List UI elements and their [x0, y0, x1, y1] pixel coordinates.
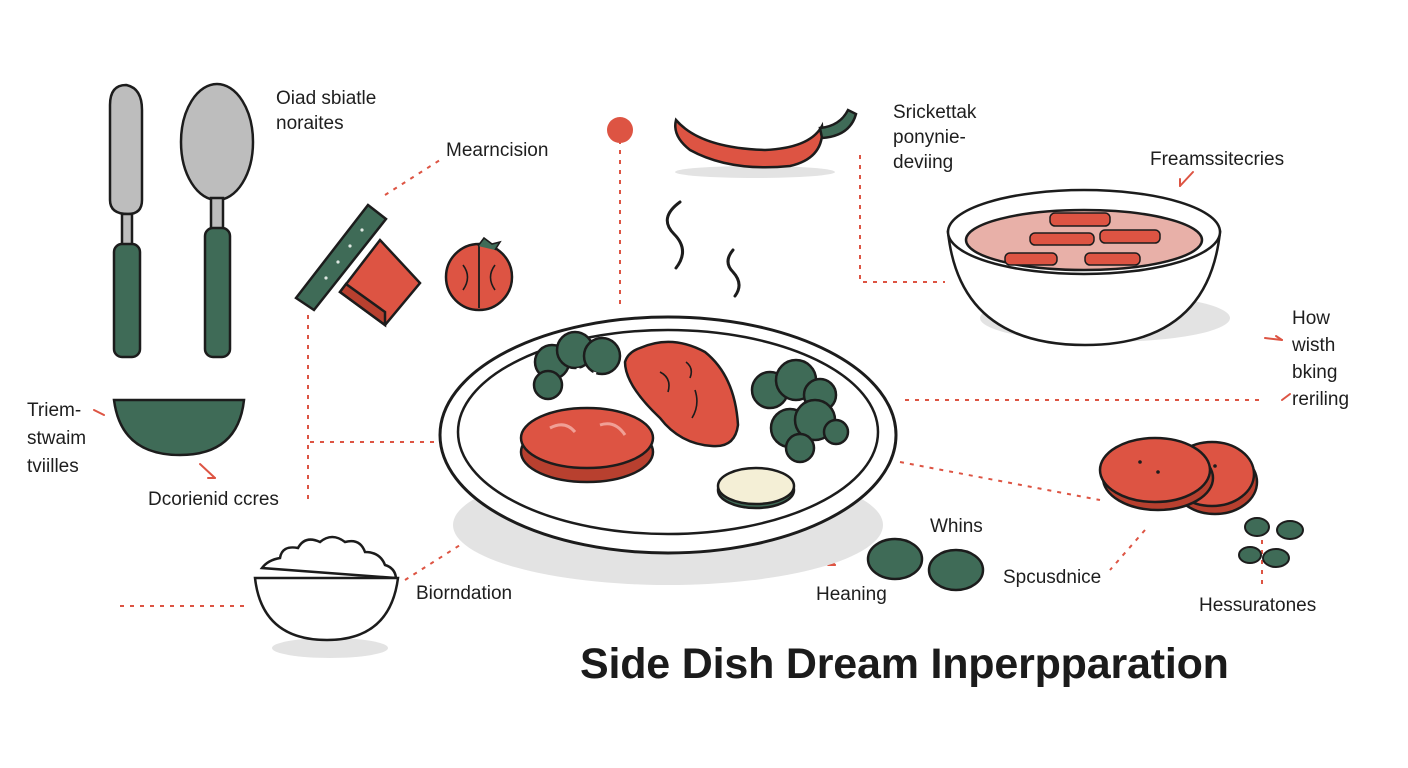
hessuratones-label: Hessuratones: [1199, 595, 1317, 616]
green-pea-icon: [866, 537, 985, 592]
cutting-board-icon: [294, 203, 422, 328]
rice-bowl-icon: [253, 535, 400, 658]
steam-icon: [665, 200, 741, 298]
right-note: How wisth bking reriling: [1292, 308, 1350, 410]
red-dot-icon: [607, 117, 633, 143]
connector-lines: [120, 140, 1263, 607]
chicken-breast-icon: [623, 340, 740, 448]
broccoli-left-icon: [532, 330, 622, 401]
bowl-label: Dcorienid ccres: [148, 489, 279, 510]
salami-slices-icon: [1098, 436, 1259, 516]
heaning-label: Heaning: [816, 584, 887, 605]
soup-bowl-icon: [946, 188, 1230, 347]
meat-slice-icon: [519, 406, 655, 484]
pepper-label: Srickettak ponynie- deviing: [893, 102, 977, 173]
spcusdnice-label: Spcusdnice: [1003, 567, 1102, 588]
zucchini-slice-icon: [716, 466, 796, 510]
capers-icon: [1238, 517, 1304, 568]
whins-label: Whins: [930, 516, 983, 537]
tomato-icon: [444, 236, 514, 312]
soup-label: Freamssitecries: [1150, 149, 1285, 170]
green-bowl-icon: [112, 398, 246, 457]
spoon-icon: [179, 82, 255, 359]
knife-label: Mearncision: [446, 140, 549, 161]
knife-icon: [108, 83, 144, 359]
chili-pepper-icon: [674, 108, 858, 178]
diagram-title: Side Dish Dream Inperpparation: [580, 640, 1229, 688]
left-note: Triem- stwaim tviilles: [27, 400, 87, 477]
top-left-note: Oiad sbiatle noraites: [276, 88, 377, 134]
rice-label: Biorndation: [416, 583, 513, 604]
broccoli-right-icon: [750, 358, 850, 464]
